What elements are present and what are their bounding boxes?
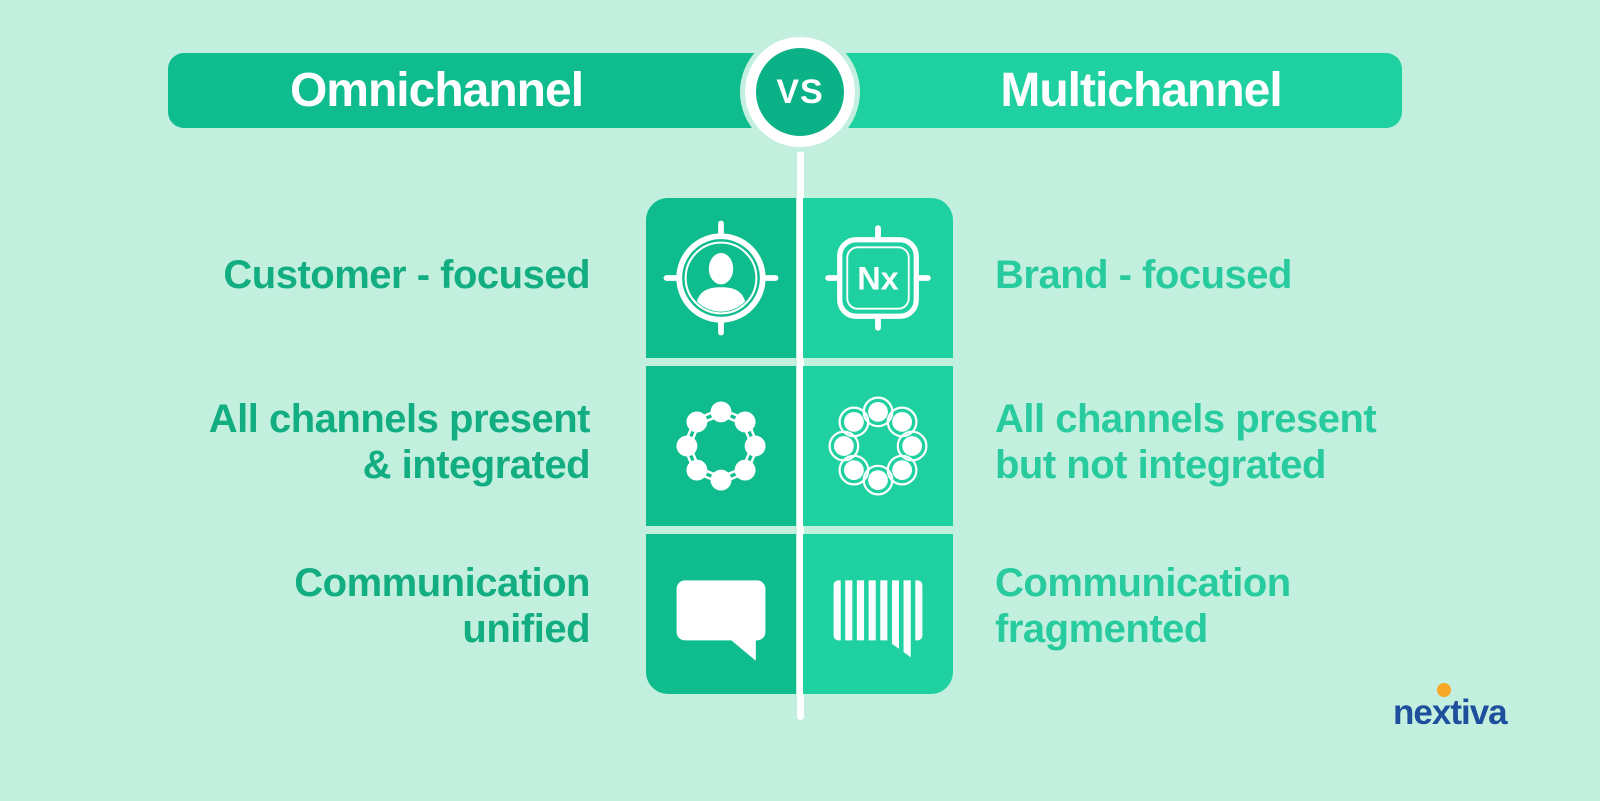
speech-bubble-unified-icon	[676, 580, 766, 661]
multichannel-title: Multichannel	[1000, 64, 1282, 117]
tile-customer-target	[646, 198, 796, 358]
label-line: fragmented	[995, 607, 1208, 651]
speech-bubble-fragmented-icon	[833, 575, 923, 667]
label-line: All channels present	[995, 397, 1377, 441]
label-communication-unified: Communication unified	[70, 560, 590, 652]
label-line: Customer - focused	[223, 253, 590, 297]
label-customer-focused: Customer - focused	[70, 252, 590, 298]
omnichannel-title: Omnichannel	[289, 64, 584, 117]
label-line: Communication	[995, 561, 1291, 605]
nextiva-logo: ne x tiva	[1393, 683, 1508, 733]
logo-x-glyph: x	[1431, 693, 1451, 732]
logo-text-x: x	[1431, 683, 1451, 733]
vs-label: vs	[776, 72, 824, 111]
header-bar-multichannel: Multichannel	[800, 53, 1402, 128]
logo-text-post: tiva	[1450, 693, 1507, 732]
tile-channels-linked	[646, 366, 796, 526]
channels-unlinked-icon	[828, 396, 928, 496]
label-line: Communication	[294, 561, 590, 605]
logo-dot-icon	[1436, 683, 1451, 697]
label-communication-fragmented: Communication fragmented	[995, 560, 1515, 652]
label-line: & integrated	[362, 443, 591, 487]
tile-bubble-unified	[646, 534, 796, 694]
label-line: unified	[462, 607, 590, 651]
vs-badge: vs	[756, 48, 844, 136]
tile-bubble-fragmented	[803, 534, 953, 694]
customer-target-icon	[663, 220, 779, 336]
label-line: but not integrated	[995, 443, 1326, 487]
label-channels-integrated: All channels present & integrated	[70, 396, 591, 488]
tile-channels-unlinked	[803, 366, 953, 526]
tile-brand-nx: Nx	[803, 198, 953, 358]
label-line: All channels present	[208, 397, 591, 441]
label-brand-focused: Brand - focused	[995, 252, 1515, 298]
nx-label: Nx	[857, 261, 899, 297]
label-channels-not-integrated: All channels present but not integrated	[995, 396, 1515, 488]
comparison-grid: Nx	[646, 198, 953, 694]
center-divider-line	[797, 140, 804, 720]
logo-text-pre: ne	[1393, 693, 1433, 732]
header-bar-omnichannel: Omnichannel	[168, 53, 800, 128]
label-line: Brand - focused	[995, 253, 1292, 297]
nx-brand-icon: Nx	[825, 225, 931, 331]
channels-linked-icon	[676, 401, 766, 491]
